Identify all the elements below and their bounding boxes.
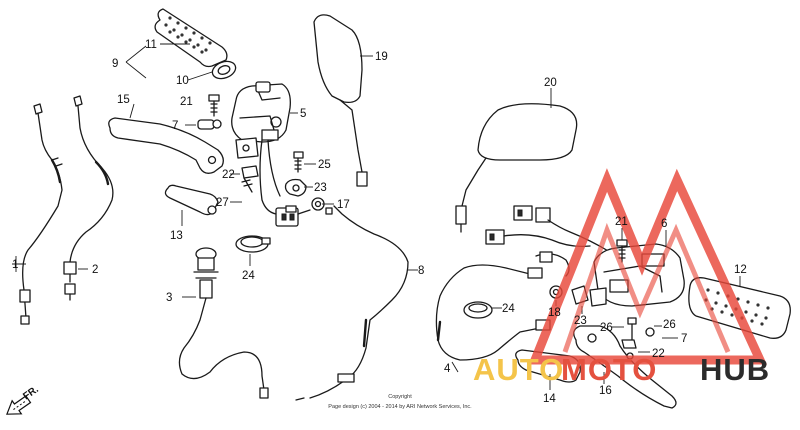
callout-12: 12 <box>734 264 747 276</box>
callout-8: 8 <box>418 265 424 277</box>
cable-2 <box>63 95 114 301</box>
left-switch-housing <box>231 81 291 159</box>
bolt-27 <box>241 165 259 193</box>
callout-7a: 7 <box>172 120 178 132</box>
callout-5: 5 <box>300 108 306 120</box>
plug-left <box>197 119 222 130</box>
callout-14: 14 <box>543 393 556 405</box>
watermark-auto: AUTO <box>473 352 564 387</box>
callout-labels: 1 2 3 4 5 6 7 7 8 9 10 11 12 13 14 15 16… <box>12 39 747 405</box>
callout-18: 18 <box>548 307 561 319</box>
callout-13: 13 <box>170 230 183 242</box>
callout-19: 19 <box>375 51 388 63</box>
callout-21a: 21 <box>180 96 193 108</box>
callout-1: 1 <box>12 259 18 271</box>
band-right <box>463 301 493 319</box>
hot-start-lever <box>164 184 219 216</box>
callout-25: 25 <box>318 159 331 171</box>
choke-cable <box>178 247 269 399</box>
copyright-line1: Copyright <box>388 394 412 400</box>
watermark-hub: HUB <box>700 352 770 387</box>
callout-23b: 23 <box>574 315 587 327</box>
screw-left <box>208 94 220 117</box>
callout-21b: 21 <box>615 216 628 228</box>
nut-17 <box>311 197 333 215</box>
callout-22b: 22 <box>652 348 665 360</box>
callout-22a: 22 <box>222 169 235 181</box>
mirror-right <box>455 103 578 233</box>
callout-24a: 24 <box>242 270 255 282</box>
band-left <box>235 235 271 253</box>
callout-7b: 7 <box>681 333 687 345</box>
callout-16: 16 <box>599 385 612 397</box>
callout-26a: 26 <box>600 322 613 334</box>
callout-9: 9 <box>112 58 118 70</box>
direction-arrow-icon <box>6 395 32 415</box>
left-switch-wiring <box>259 139 311 227</box>
callout-4: 4 <box>444 363 451 375</box>
callout-20: 20 <box>544 77 557 89</box>
callout-23a: 23 <box>314 182 327 194</box>
clutch-lever <box>108 117 224 174</box>
copyright-line2: Page design (c) 2004 - 2014 by ARI Netwo… <box>328 404 472 410</box>
callout-15: 15 <box>117 94 130 106</box>
watermark-moto: MOTO <box>561 352 657 387</box>
callout-2: 2 <box>92 264 98 276</box>
callout-6: 6 <box>661 218 667 230</box>
cable-8 <box>295 205 409 401</box>
callout-27: 27 <box>216 197 229 209</box>
left-grip <box>154 8 237 80</box>
cable-1 <box>19 103 63 325</box>
callout-3: 3 <box>166 292 172 304</box>
bolt-25 <box>293 151 304 173</box>
callout-11: 11 <box>145 39 157 51</box>
cable-4 <box>435 264 551 361</box>
brake-lever <box>573 325 677 409</box>
clamp-left <box>284 178 307 197</box>
callout-10: 10 <box>176 75 189 87</box>
callout-26b: 26 <box>663 319 676 331</box>
callout-24b: 24 <box>502 303 515 315</box>
watermark-logo <box>528 168 768 365</box>
mirror-left <box>313 14 368 187</box>
callout-17: 17 <box>337 199 350 211</box>
